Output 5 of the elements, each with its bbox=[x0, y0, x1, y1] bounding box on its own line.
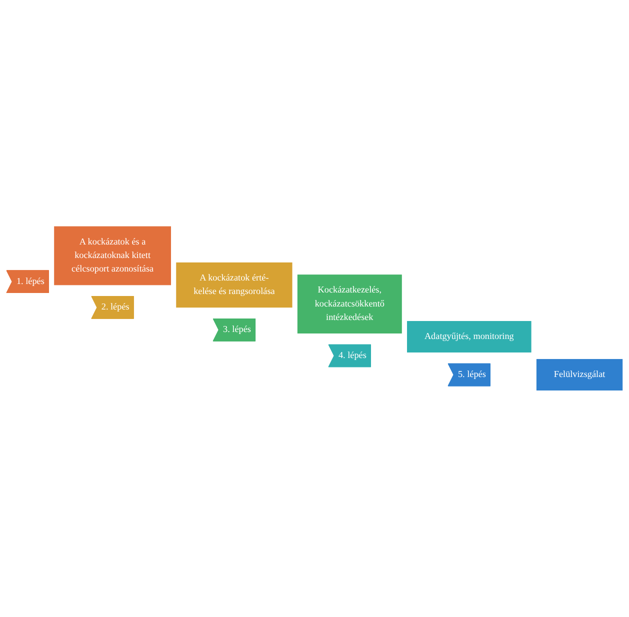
node-box: A kockázatok érté- kelése és rangsorolása bbox=[176, 262, 292, 308]
node-box: Adatgyűjtés, monitoring bbox=[407, 321, 532, 353]
node-box: Kockázatkezelés, kockázatcsökkentő intézkedések bbox=[297, 274, 402, 334]
node-box: Felülvizsgálat bbox=[536, 359, 623, 391]
node-box: A kockázatok és a kockázatoknak kitett célcsoport azonosítása bbox=[54, 226, 172, 286]
